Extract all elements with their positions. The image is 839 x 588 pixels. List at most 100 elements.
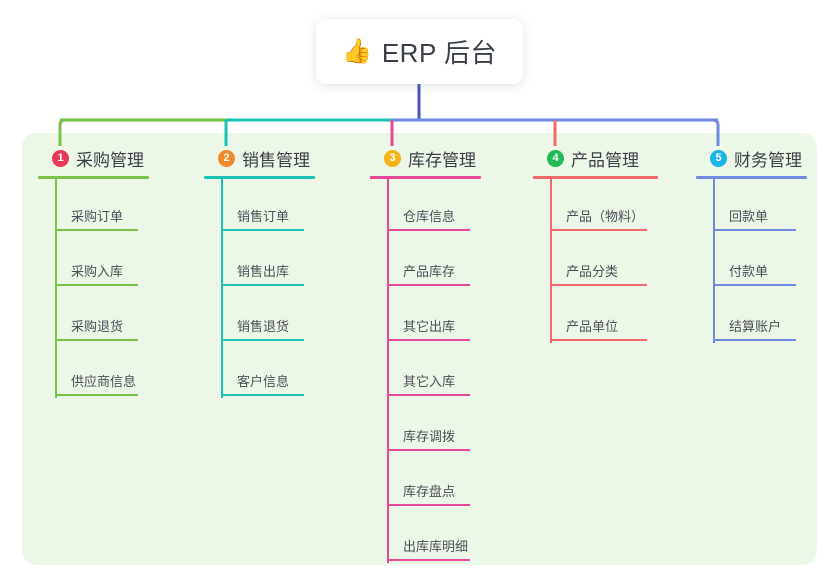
branch-item-list: 回款单付款单结算账户 — [696, 179, 807, 344]
branch-column-4: 4 产品管理产品（物料） 产品分类产品单位 — [533, 146, 658, 344]
leaf-node[interactable]: 库存调拨 — [370, 399, 481, 454]
leaf-underline — [55, 394, 138, 396]
leaf-label: 销售订单 — [237, 209, 290, 224]
leaf-underline — [221, 229, 304, 231]
leaf-node[interactable]: 采购入库 — [38, 234, 149, 289]
leaf-underline — [221, 394, 304, 396]
leaf-node[interactable]: 产品单位 — [533, 289, 658, 344]
leaf-label: 产品（物料） — [566, 209, 645, 224]
leaf-underline — [387, 229, 470, 231]
leaf-underline — [713, 284, 796, 286]
branch-title: 库存管理 — [408, 150, 476, 170]
leaf-node[interactable]: 回款单 — [696, 179, 807, 234]
branch-spine — [387, 179, 389, 563]
branch-header-2[interactable]: 2 销售管理 — [204, 146, 315, 170]
leaf-underline — [387, 394, 470, 396]
leaf-node[interactable]: 采购订单 — [38, 179, 149, 234]
leaf-label: 采购退货 — [71, 319, 124, 334]
leaf-underline — [221, 339, 304, 341]
leaf-node[interactable]: 销售出库 — [204, 234, 315, 289]
root-title: ERP 后台 — [381, 38, 498, 68]
leaf-underline — [550, 284, 647, 286]
branch-item-list: 销售订单销售出库销售退货客户信息 — [204, 179, 315, 399]
branch-title: 产品管理 — [571, 150, 639, 170]
branch-item-list: 采购订单采购入库采购退货供应商信息 — [38, 179, 149, 399]
leaf-node[interactable]: 产品分类 — [533, 234, 658, 289]
branch-header-5[interactable]: 5 财务管理 — [696, 146, 807, 170]
branch-title: 销售管理 — [242, 150, 310, 170]
leaf-underline — [387, 284, 470, 286]
leaf-underline — [387, 449, 470, 451]
branch-underline — [370, 176, 481, 179]
leaf-label: 出库库明细 — [403, 539, 469, 554]
leaf-node[interactable]: 产品（物料） — [533, 179, 658, 234]
leaf-node[interactable]: 产品库存 — [370, 234, 481, 289]
branch-spine — [55, 179, 57, 398]
leaf-label: 采购入库 — [71, 264, 124, 279]
leaf-label: 回款单 — [729, 209, 769, 224]
branch-header-4[interactable]: 4 产品管理 — [533, 146, 658, 170]
leaf-label: 供应商信息 — [71, 374, 137, 389]
leaf-label: 其它出库 — [403, 319, 456, 334]
branch-title: 财务管理 — [734, 150, 802, 170]
leaf-underline — [713, 339, 796, 341]
branch-header-3[interactable]: 3 库存管理 — [370, 146, 481, 170]
leaf-underline — [387, 339, 470, 341]
leaf-node[interactable]: 仓库信息 — [370, 179, 481, 234]
leaf-node[interactable]: 结算账户 — [696, 289, 807, 344]
branch-column-3: 3 库存管理仓库信息产品库存其它出库其它入库库存调拨库存盘点出库库明细 — [370, 146, 481, 564]
leaf-node[interactable]: 其它入库 — [370, 344, 481, 399]
branch-title: 采购管理 — [76, 150, 144, 170]
leaf-underline — [550, 339, 647, 341]
leaf-label: 库存调拨 — [403, 429, 456, 444]
leaf-underline — [221, 284, 304, 286]
branch-number-badge: 5 — [710, 149, 727, 167]
leaf-node[interactable]: 供应商信息 — [38, 344, 149, 399]
branch-column-1: 1 采购管理采购订单采购入库采购退货供应商信息 — [38, 146, 149, 399]
leaf-label: 库存盘点 — [403, 484, 456, 499]
branch-number-badge: 1 — [52, 149, 69, 167]
branch-spine — [550, 179, 552, 343]
leaf-underline — [55, 229, 138, 231]
diagram-background-panel — [22, 133, 817, 565]
leaf-node[interactable]: 其它出库 — [370, 289, 481, 344]
leaf-label: 销售退货 — [237, 319, 290, 334]
leaf-node[interactable]: 出库库明细 — [370, 509, 481, 564]
leaf-underline — [550, 229, 647, 231]
branch-item-list: 产品（物料） 产品分类产品单位 — [533, 179, 658, 344]
leaf-label: 产品库存 — [403, 264, 456, 279]
branch-header-1[interactable]: 1 采购管理 — [38, 146, 149, 170]
leaf-label: 销售出库 — [237, 264, 290, 279]
leaf-label: 付款单 — [729, 264, 769, 279]
leaf-node[interactable]: 客户信息 — [204, 344, 315, 399]
leaf-underline — [387, 504, 470, 506]
leaf-node[interactable]: 采购退货 — [38, 289, 149, 344]
leaf-underline — [55, 284, 138, 286]
leaf-node[interactable]: 库存盘点 — [370, 454, 481, 509]
branch-number-badge: 3 — [384, 149, 401, 167]
branch-number-badge: 2 — [218, 149, 235, 167]
branch-number-badge: 4 — [547, 149, 564, 167]
leaf-node[interactable]: 付款单 — [696, 234, 807, 289]
leaf-underline — [387, 559, 470, 561]
branch-column-2: 2 销售管理销售订单销售出库销售退货客户信息 — [204, 146, 315, 399]
branch-column-5: 5 财务管理回款单付款单结算账户 — [696, 146, 807, 344]
leaf-underline — [55, 339, 138, 341]
leaf-node[interactable]: 销售退货 — [204, 289, 315, 344]
thumbs-up-icon: 👍 — [341, 37, 372, 65]
branch-underline — [38, 176, 149, 179]
leaf-label: 产品分类 — [566, 264, 619, 279]
leaf-label: 其它入库 — [403, 374, 456, 389]
branch-spine — [713, 179, 715, 343]
branch-underline — [204, 176, 315, 179]
leaf-label: 仓库信息 — [403, 209, 456, 224]
leaf-node[interactable]: 销售订单 — [204, 179, 315, 234]
leaf-label: 客户信息 — [237, 374, 290, 389]
root-node[interactable]: 👍 ERP 后台 — [316, 19, 523, 84]
leaf-underline — [713, 229, 796, 231]
leaf-label: 采购订单 — [71, 209, 124, 224]
leaf-label: 结算账户 — [729, 319, 782, 334]
branch-item-list: 仓库信息产品库存其它出库其它入库库存调拨库存盘点出库库明细 — [370, 179, 481, 564]
branch-spine — [221, 179, 223, 398]
